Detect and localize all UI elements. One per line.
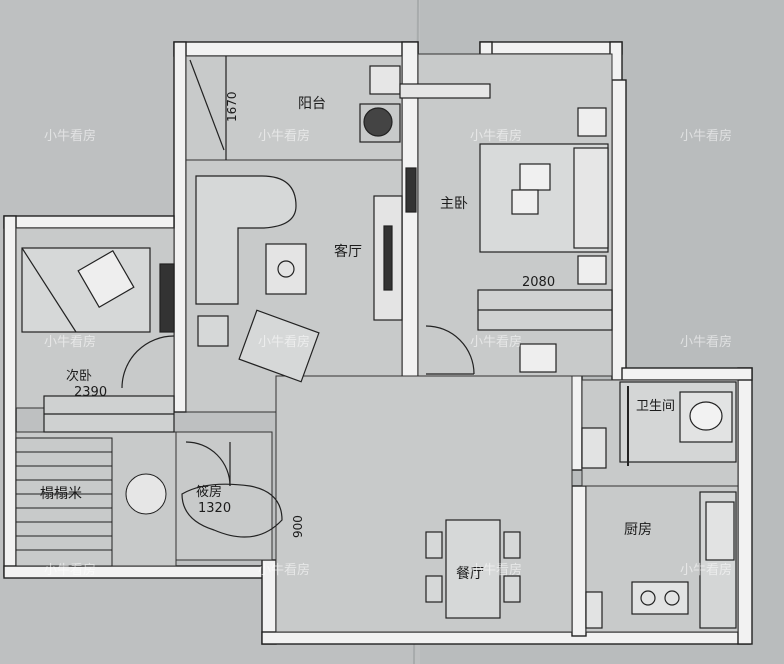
pillow (519, 163, 551, 191)
sofa (195, 175, 297, 305)
label-living-room: 客厅 (334, 243, 362, 260)
watermark: 小牛看房 (258, 334, 310, 350)
watermarks: 小牛看房 小牛看房 小牛看房 小牛看房 小牛看房 小牛看房 小牛看房 小牛看房 … (44, 128, 732, 578)
balcony-sink (369, 65, 401, 95)
tv (383, 225, 393, 291)
second-bedroom-furniture (21, 247, 175, 433)
balcony-details (189, 56, 491, 160)
side-table (197, 315, 229, 347)
washing-machine (363, 107, 393, 137)
dining-table (445, 519, 501, 619)
nightstand (577, 107, 607, 137)
master-furniture (425, 107, 613, 375)
label-dining-room: 餐厅 (456, 566, 484, 582)
watermark: 小牛看房 (680, 562, 732, 578)
dim-master-width: 2080 (522, 275, 555, 290)
nightstand (577, 255, 607, 285)
dim-study-width: 1320 (198, 501, 231, 516)
room-labels: 阳台 客厅 主卧 次卧 榻榻米 卫生间 厨房 餐厅 筱房 (40, 96, 675, 582)
dim-balcony-depth: 1670 (225, 91, 239, 122)
watermark: 小牛看房 (680, 334, 732, 350)
master-door-swing (425, 325, 475, 375)
dim-study-depth: 900 (291, 515, 305, 538)
single-bed (21, 247, 151, 333)
label-master-bedroom: 主卧 (440, 196, 468, 212)
watermark: 小牛看房 (258, 562, 310, 578)
chair (425, 575, 443, 603)
round-table (125, 473, 167, 515)
watermark: 小牛看房 (44, 334, 96, 350)
label-second-bedroom: 次卧 (66, 368, 92, 384)
exterior-walls (3, 41, 753, 645)
label-kitchen: 厨房 (624, 522, 652, 538)
watermark: 小牛看房 (680, 128, 732, 144)
study-door-swing (185, 441, 231, 487)
chair (503, 531, 521, 559)
label-bathroom: 卫生间 (636, 399, 675, 414)
study-desk-sketch (181, 483, 283, 538)
headboard (573, 147, 609, 249)
watermark: 小牛看房 (470, 334, 522, 350)
watermark: 小牛看房 (258, 128, 310, 144)
study-details (181, 441, 283, 538)
watermark: 小牛看房 (44, 562, 96, 578)
label-tatami: 榻榻米 (40, 486, 82, 502)
kitchen-sink (705, 501, 735, 561)
living-furniture (195, 167, 417, 383)
chair (503, 575, 521, 603)
pillow (77, 249, 135, 309)
label-balcony: 阳台 (298, 96, 326, 112)
chair (425, 531, 443, 559)
dining-furniture (425, 519, 521, 619)
dining-floor (275, 375, 573, 633)
balcony-floor (185, 55, 403, 161)
coffee-table (265, 243, 307, 295)
dimension-labels: 1670 2080 2390 1320 900 (74, 91, 555, 538)
second-door-swing (121, 335, 175, 389)
dim-second-width: 2390 (74, 385, 107, 400)
label-study: 筱房 (196, 484, 222, 500)
bathroom-fixtures (581, 381, 737, 469)
desk (519, 343, 557, 373)
tatami-details (15, 437, 167, 567)
watermark: 小牛看房 (470, 562, 522, 578)
kitchen-fixtures (585, 491, 737, 629)
toilet (581, 427, 607, 469)
study-floor (175, 431, 273, 561)
armchair (238, 309, 320, 383)
watermark: 小牛看房 (470, 128, 522, 144)
watermark: 小牛看房 (44, 128, 96, 144)
